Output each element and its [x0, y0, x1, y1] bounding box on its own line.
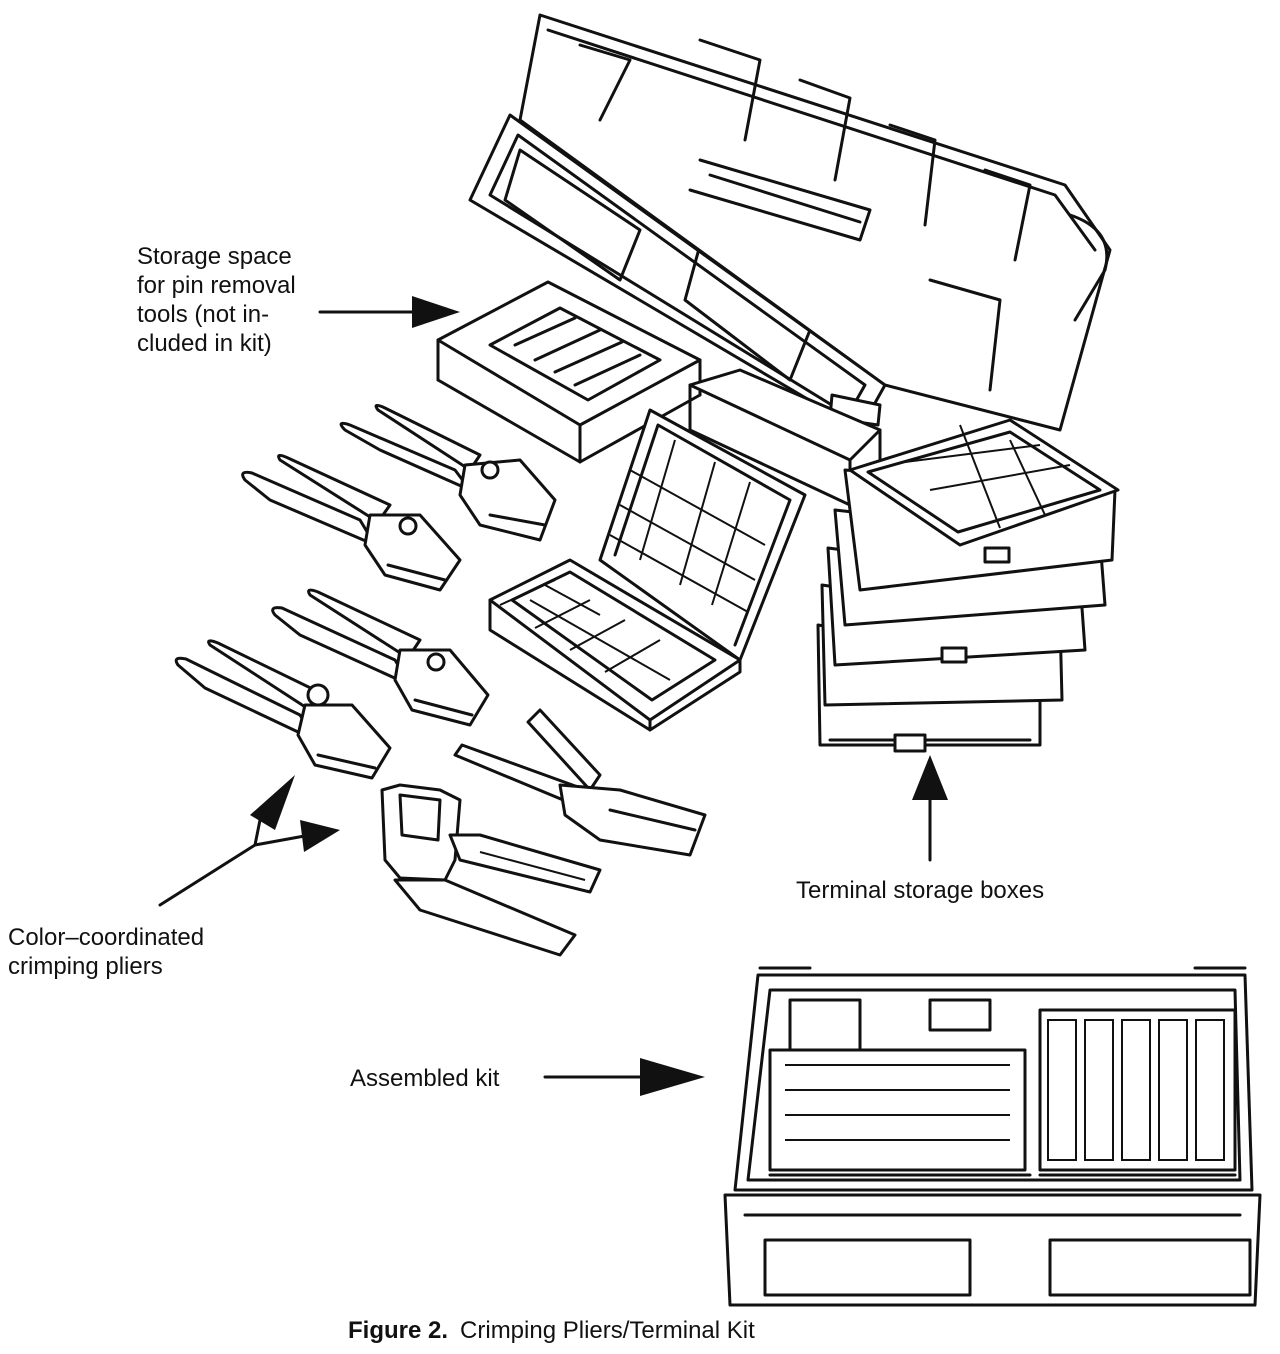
crimping-pliers-group [174, 403, 707, 957]
crimping-pliers-label: Color–coordinated crimping pliers [8, 923, 204, 981]
crimping-plier-6 [380, 783, 602, 957]
arrow-pliers [158, 775, 340, 907]
storage-space-label-line-2: for pin removal [137, 272, 296, 299]
figure-number: Figure 2. [348, 1317, 449, 1344]
storage-space-label-line-3: tools (not in- [137, 301, 270, 328]
crimping-plier-5 [453, 708, 707, 857]
crimping-pliers-label-line-2: crimping pliers [8, 953, 163, 980]
storage-space-label-line-4: cluded in kit) [137, 330, 272, 357]
open-tool-chest [436, 13, 1112, 507]
crimping-pliers-label-line-1: Color–coordinated [8, 924, 205, 951]
crimping-plier-1 [339, 403, 557, 542]
terminal-boxes-label: Terminal storage boxes [796, 877, 1045, 904]
crimping-plier-2 [241, 453, 462, 592]
arrow-assembled-kit [543, 1058, 705, 1096]
assembled-kit-label: Assembled kit [350, 1065, 500, 1092]
figure-title: Crimping Pliers/Terminal Kit [460, 1317, 755, 1344]
arrow-storage [318, 296, 460, 328]
storage-space-label: Storage space for pin removal tools (not… [137, 242, 296, 358]
open-organizer-box [488, 408, 807, 732]
terminal-storage-box-stack [816, 418, 1120, 753]
assembled-kit [723, 966, 1262, 1307]
figure-caption: Figure 2. Crimping Pliers/Terminal Kit [348, 1317, 755, 1345]
storage-space-label-line-1: Storage space [137, 243, 292, 270]
crimping-plier-3 [271, 588, 490, 727]
arrow-terminal-boxes [912, 755, 948, 862]
crimping-plier-4 [174, 639, 392, 780]
